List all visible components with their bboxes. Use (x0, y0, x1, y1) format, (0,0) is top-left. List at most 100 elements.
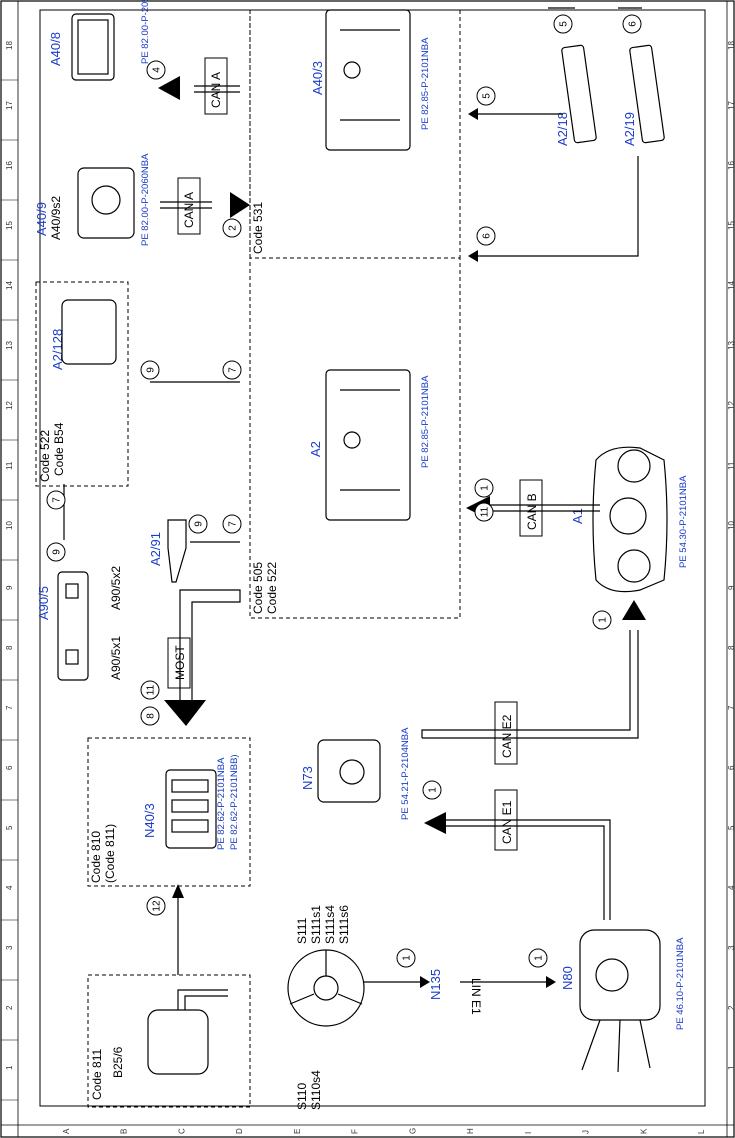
circle-label-n7c: 7 (228, 521, 239, 527)
circle-label-n12: 12 (152, 900, 163, 912)
b25-6-label: B25/6 (111, 1046, 125, 1078)
circle-marker-n5a (476, 86, 496, 106)
grid-col-6-right: 6 (727, 765, 735, 770)
component-sketches (57, 9, 668, 1075)
line-6 (475, 156, 639, 257)
grid-col-6-left: 6 (5, 765, 14, 770)
circle-marker-n9c (188, 514, 208, 534)
arrow-most (164, 700, 206, 726)
signal-most: MOST (167, 637, 191, 689)
grid-row-F: F (351, 1129, 360, 1134)
circle-marker-n1b (592, 610, 612, 630)
circle-label-n7a: 7 (52, 497, 63, 503)
ref-a40-8: PE 82.00-P-2080I (140, 0, 151, 64)
code-810-label: Code 810 (89, 831, 103, 883)
grid-col-12-right: 12 (727, 401, 735, 410)
signal-can-a-top-label: CAN A (209, 72, 223, 108)
grid-col-9-left: 9 (5, 585, 14, 590)
box-code-505-522 (249, 10, 461, 619)
grid-row-G: G (408, 1128, 417, 1134)
circle-label-n11b: 11 (480, 506, 491, 517)
grid-col-8-left: 8 (5, 645, 14, 650)
grid-col-9-right: 9 (727, 585, 735, 590)
circle-label-n1d: 1 (402, 955, 413, 961)
box-code-811 (87, 974, 251, 1108)
box-code-531 (249, 10, 461, 258)
circle-marker-n7b (222, 360, 242, 380)
grid-col-15-right: 15 (727, 221, 735, 230)
grid-col-16-left: 16 (5, 161, 14, 170)
n73-sketch (317, 739, 381, 803)
circle-label-n5a: 5 (482, 93, 493, 99)
circle-label-n9a: 9 (52, 549, 63, 555)
circle-marker-n1e (528, 948, 548, 968)
s111s6-label: S111s6 (337, 905, 351, 944)
circle-marker-n8 (140, 706, 160, 726)
circle-label-n11a: 11 (146, 684, 157, 695)
a40-3-sketch (325, 9, 411, 151)
grid-col-11-left: 11 (5, 461, 14, 470)
circle-marker-n9b (140, 360, 160, 380)
arrow-n135-n80 (546, 976, 556, 988)
signal-can-a-mid-label: CAN A (182, 192, 196, 228)
grid-col-14-right: 14 (727, 281, 735, 290)
grid-col-13-left: 13 (5, 341, 14, 350)
grid-row-I: I (524, 1132, 533, 1134)
grid-col-4-left: 4 (5, 885, 14, 890)
signal-lin-e1-label: LIN E1 (469, 978, 483, 1015)
arrow-can-a-top (158, 76, 180, 100)
a90-5x1-label: A90/5x1 (109, 636, 123, 680)
ref-n80: PE 46.10-P-2101NBA (675, 937, 686, 1030)
circle-marker-n11b (474, 502, 494, 522)
grid-col-15-left: 15 (5, 221, 14, 230)
n40-3-sketch (165, 769, 217, 849)
s110-label: S110 (295, 1083, 309, 1110)
circle-label-n9b: 9 (146, 367, 157, 373)
grid-col-3-left: 3 (5, 945, 14, 950)
code-b54-label: Code B54 (52, 422, 66, 476)
code-811-label: Code 811 (90, 1049, 104, 1100)
grid-col-7-left: 7 (5, 705, 14, 710)
a2-91-sketch (167, 519, 187, 583)
grid-col-1-left: 1 (5, 1065, 14, 1070)
circle-label-n1a: 1 (480, 485, 491, 491)
circle-label-n2: 2 (228, 225, 239, 231)
grid-row-L: L (697, 1129, 706, 1134)
line-can-e1-1 (440, 819, 611, 920)
arrow-a1 (622, 600, 646, 620)
signal-can-e2-label: CAN E2 (500, 714, 514, 758)
grid-row-J: J (582, 1130, 591, 1134)
a40-9-label: A40/9 (34, 202, 49, 236)
ref-n40-3-a: PE 82.62-P-2101NBA (216, 757, 227, 850)
a1-sketch (592, 446, 668, 593)
box-code-522 (35, 281, 129, 487)
signal-can-b-label: CAN B (525, 493, 539, 530)
circle-label-n8: 8 (146, 713, 157, 719)
grid-row-A: A (62, 1128, 71, 1134)
s111s4-label: S111s4 (323, 905, 337, 944)
arrow-6 (468, 250, 478, 262)
circle-marker-n7c (222, 514, 242, 534)
ref-n73: PE 54.21-P-2104NBA (400, 727, 411, 820)
circle-marker-n7a (46, 490, 66, 510)
a40-9-sketch (77, 167, 135, 239)
a2-label: A2 (308, 441, 323, 457)
code-531-label: Code 531 (251, 202, 265, 254)
a40-3-label: A40/3 (310, 61, 325, 95)
circle-label-n1b: 1 (598, 617, 609, 623)
signal-can-b: CAN B (519, 479, 543, 537)
line-most (179, 589, 241, 700)
ref-a40-9: PE 82.00-P-2060NBA (140, 153, 151, 246)
n40-3-label: N40/3 (142, 803, 157, 838)
circle-label-n4: 4 (152, 67, 163, 73)
grid-col-2-left: 2 (5, 1005, 14, 1010)
code-505-label: Code 505 (251, 562, 265, 614)
circle-marker-n1c (422, 780, 442, 800)
signal-can-e2: CAN E2 (494, 701, 518, 765)
code-811-paren-label: (Code 811) (103, 824, 117, 883)
ref-a1: PE 54.30-P-2101NBA (678, 475, 689, 568)
ref-a40-3: PE 82.85-P-2101NBA (420, 37, 431, 130)
circle-marker-n1a (474, 478, 494, 498)
